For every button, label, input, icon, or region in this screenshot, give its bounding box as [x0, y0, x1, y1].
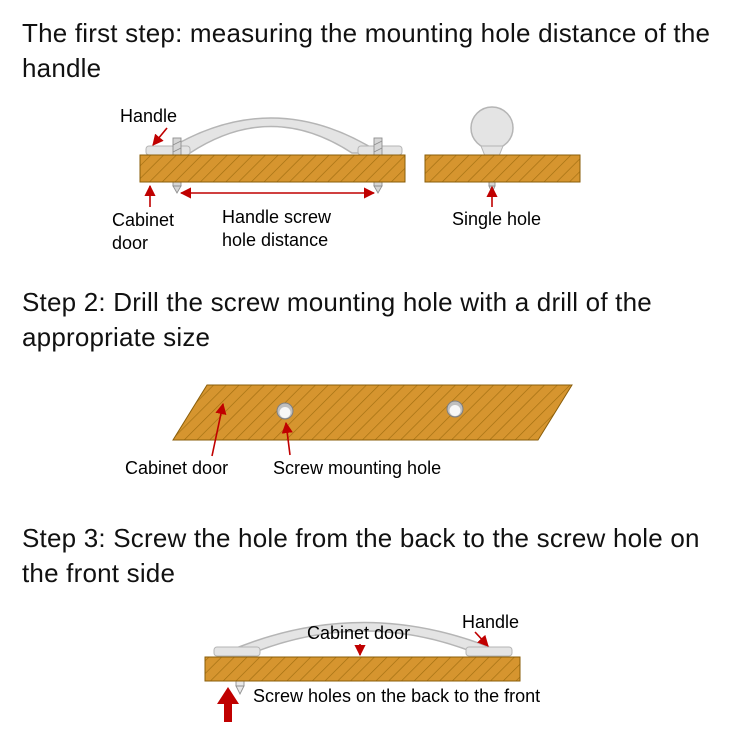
handle-pointer-arrow	[152, 127, 168, 146]
single-hole-board	[424, 154, 581, 183]
handle-left-foot	[213, 646, 261, 657]
step1-cabinet-door-label: Cabinet door	[112, 210, 175, 254]
step2-cabinet-door-label: Cabinet door	[125, 458, 229, 478]
screw-mounting-hole-right	[446, 400, 464, 418]
handle-pointer-arrow	[474, 631, 489, 647]
step2-illustration	[172, 384, 573, 457]
screw-mounting-hole-left	[276, 402, 294, 420]
step1-illustration	[139, 106, 581, 207]
screw-hole-pointer-arrow	[281, 421, 293, 456]
cabinet-door-board	[204, 656, 521, 682]
step1-single-hole-label: Single hole	[452, 209, 542, 229]
step3-screw-back-label: Screw holes on the back to the front	[253, 686, 541, 706]
handle-right-foot	[465, 646, 513, 657]
knob	[470, 106, 514, 150]
handle-left-foot	[145, 145, 191, 156]
cabinet-door-pointer-arrow	[211, 402, 227, 457]
step1-handle-label: Handle	[120, 106, 178, 126]
step3-heading: Step 3: Screw the hole from the back to …	[22, 523, 700, 589]
step1-heading: The first step: measuring the mounting h…	[22, 18, 711, 84]
step1-screw-distance-label: Handle screw hole distance	[222, 207, 332, 251]
step3-illustration	[204, 621, 521, 722]
handle-arch	[161, 117, 381, 154]
step3-handle-label: Handle	[462, 612, 520, 632]
screw-direction-up-arrow	[217, 687, 239, 722]
cabinet-door-board	[139, 154, 406, 183]
cabinet-door-board	[172, 384, 573, 441]
step2-heading: Step 2: Drill the screw mounting hole wi…	[22, 287, 652, 353]
step3-cabinet-door-label: Cabinet door	[307, 623, 411, 643]
step2-screw-hole-label: Screw mounting hole	[273, 458, 442, 478]
